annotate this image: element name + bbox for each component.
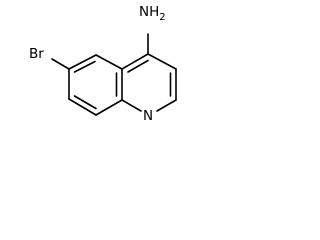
amine-label: NH2 [139,4,166,23]
bromine-label: Br [29,46,44,62]
ring-nitrogen-label: N [143,108,153,124]
bond-c4a-c4-inner [127,59,149,73]
bond-c4a-c5 [95,54,123,70]
bond-c5-c6 [68,54,97,70]
amine-label-main: NH [139,4,159,20]
bond-c5-c6-inner [73,60,96,73]
bond-c6-bromine [51,58,70,70]
bond-c7-c8-inner [73,95,97,110]
quinoline-structure: Br NH2 N [29,4,177,124]
bond-c4a-c4 [121,53,149,70]
bond-c8-c8a [95,99,123,116]
bond-c2-n1 [156,99,177,112]
amine-subscript: 2 [159,12,165,23]
bond-n1-c8a [121,99,142,112]
bond-c7-c8 [68,98,97,116]
bond-c4-c3 [147,53,177,70]
